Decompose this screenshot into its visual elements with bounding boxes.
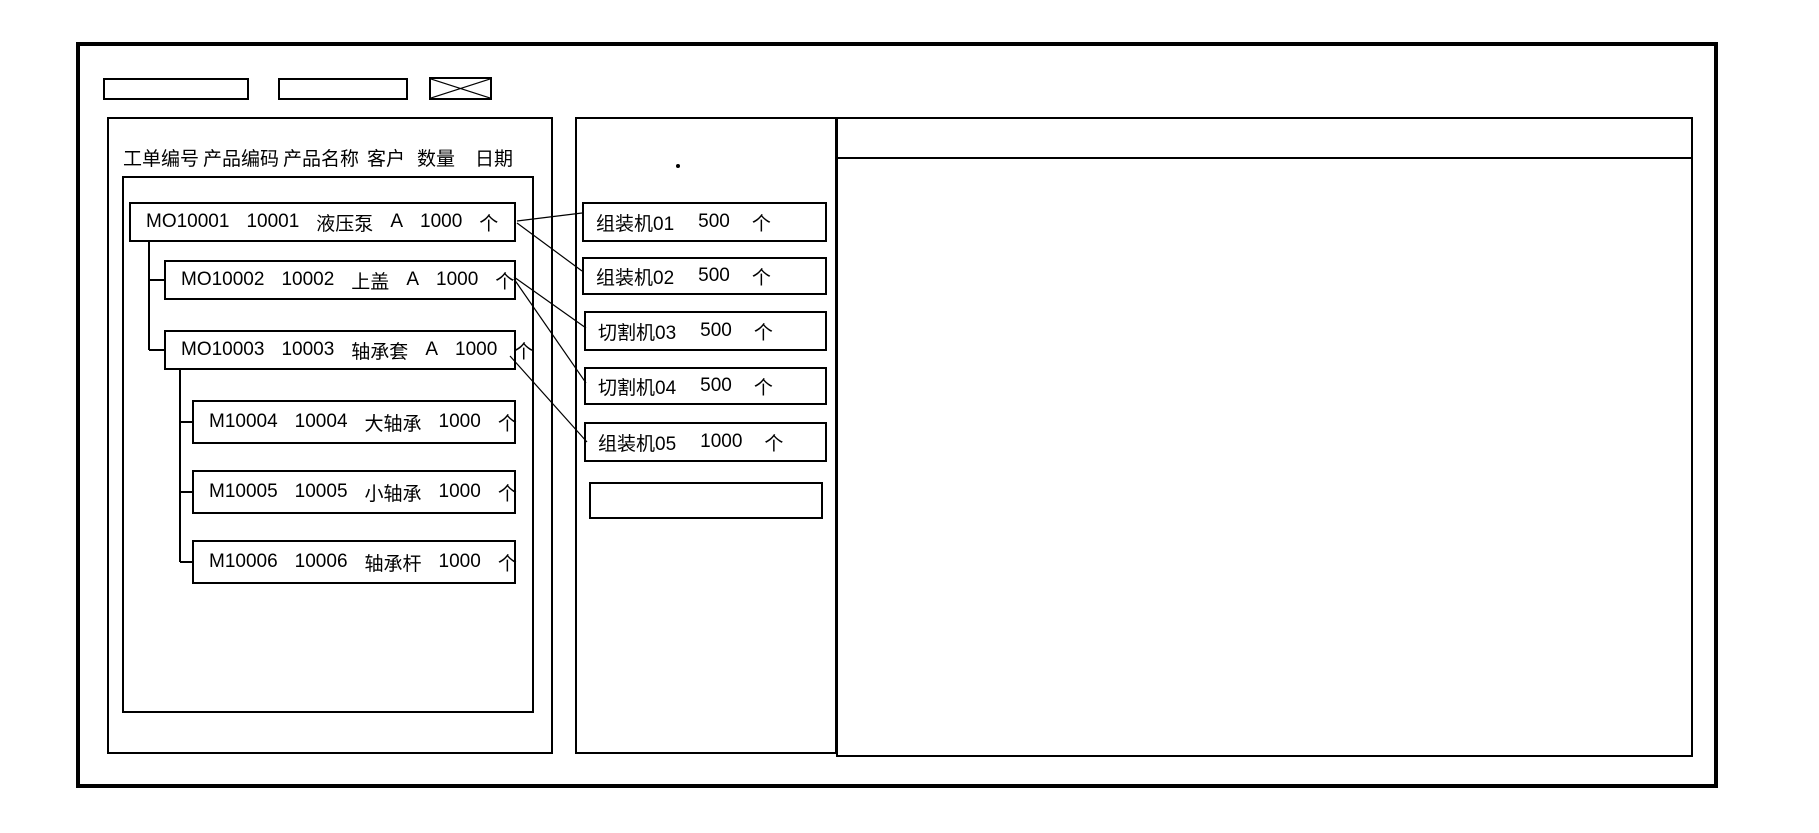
column-header-customer: 客户 — [367, 149, 406, 170]
machine-qty: 500 — [700, 320, 732, 341]
toolbar-field-2[interactable] — [278, 78, 408, 100]
unit: 个 — [495, 271, 515, 293]
unit: 个 — [497, 483, 517, 505]
work-order-node-MO10002[interactable]: MO10002 10002 上盖 A 1000 个 — [164, 260, 516, 300]
unit: 个 — [479, 213, 499, 235]
machine-box-assembler-01[interactable]: 组装机01 500 个 — [582, 202, 827, 242]
product-name: 小轴承 — [364, 483, 422, 505]
quantity: 1000 — [455, 339, 498, 360]
order-tree-container — [122, 176, 534, 713]
machine-unit: 个 — [764, 433, 784, 455]
order-no: MO10001 — [146, 211, 230, 232]
quantity: 1000 — [436, 269, 479, 290]
quantity: 1000 — [438, 411, 481, 432]
unit: 个 — [497, 413, 517, 435]
quantity: 1000 — [438, 551, 481, 572]
machine-box-assembler-02[interactable]: 组装机02 500 个 — [582, 257, 827, 295]
product-name: 上盖 — [351, 271, 390, 293]
machine-box-empty[interactable] — [589, 482, 823, 519]
column-header-product-code: 产品编码 — [203, 149, 280, 170]
order-no: M10006 — [209, 551, 278, 572]
column-header-product-name: 产品名称 — [283, 149, 360, 170]
machine-name: 切割机04 — [598, 377, 677, 399]
machine-box-cutter-04[interactable]: 切割机04 500 个 — [584, 367, 827, 405]
machine-qty: 500 — [698, 265, 730, 286]
machine-qty: 500 — [700, 375, 732, 396]
machine-box-assembler-05[interactable]: 组装机05 1000 个 — [584, 422, 827, 462]
machine-name: 切割机03 — [598, 322, 677, 344]
quantity: 1000 — [420, 211, 463, 232]
column-header-qty: 数量 — [417, 149, 456, 170]
machine-unit: 个 — [751, 267, 771, 289]
column-header-order-no: 工单编号 — [123, 149, 200, 170]
unit: 个 — [514, 341, 534, 363]
placeholder-x-icon[interactable] — [429, 77, 492, 100]
product-code: 10005 — [294, 481, 348, 502]
order-no: MO10002 — [181, 269, 265, 290]
work-order-node-M10004[interactable]: M10004 10004 大轴承 1000 个 — [192, 400, 517, 444]
machine-unit: 个 — [753, 377, 773, 399]
product-name: 大轴承 — [364, 413, 422, 435]
machine-name: 组装机01 — [596, 213, 675, 235]
toolbar-field-1[interactable] — [103, 78, 249, 100]
x-cross-icon — [431, 79, 490, 98]
machine-name: 组装机05 — [598, 433, 677, 455]
work-order-node-MO10001[interactable]: MO10001 10001 液压泵 A 1000 个 — [129, 202, 516, 242]
order-no: MO10003 — [181, 339, 265, 360]
column-header-date: 日期 — [475, 149, 514, 170]
product-code: 10001 — [246, 211, 300, 232]
machine-qty: 500 — [698, 211, 730, 232]
machine-name: 组装机02 — [596, 267, 675, 289]
customer: A — [390, 211, 403, 232]
machine-qty: 1000 — [700, 431, 743, 452]
customer: A — [425, 339, 438, 360]
order-no: M10004 — [209, 411, 278, 432]
product-name: 轴承套 — [351, 341, 409, 363]
work-order-node-M10006[interactable]: M10006 10006 轴承杆 1000 个 — [192, 540, 517, 584]
machine-unit: 个 — [753, 322, 773, 344]
product-name: 轴承杆 — [364, 553, 422, 575]
product-code: 10004 — [294, 411, 348, 432]
detail-panel — [836, 117, 1693, 757]
detail-panel-header — [838, 119, 1691, 159]
work-order-node-M10005[interactable]: M10005 10005 小轴承 1000 个 — [192, 470, 517, 514]
product-code: 10003 — [281, 339, 335, 360]
quantity: 1000 — [438, 481, 481, 502]
dot-mark — [676, 164, 680, 168]
product-code: 10006 — [294, 551, 348, 572]
work-order-node-MO10003[interactable]: MO10003 10003 轴承套 A 1000 个 — [164, 330, 533, 370]
product-name: 液压泵 — [316, 213, 374, 235]
customer: A — [406, 269, 419, 290]
unit: 个 — [497, 553, 517, 575]
order-no: M10005 — [209, 481, 278, 502]
product-code: 10002 — [281, 269, 335, 290]
machine-unit: 个 — [751, 213, 771, 235]
machine-box-cutter-03[interactable]: 切割机03 500 个 — [584, 311, 827, 351]
